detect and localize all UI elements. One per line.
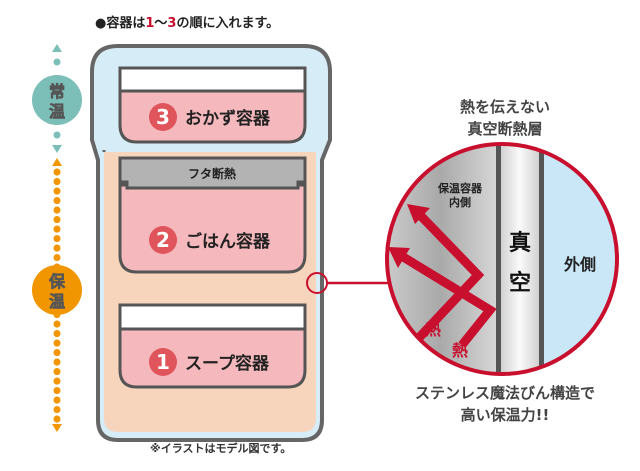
vacuum-label: 真 [509,230,531,256]
model-note: ※イラストはモデル図です。 [150,441,291,455]
svg-text:ごはん容器: ごはん容器 [185,231,271,252]
svg-text:保: 保 [48,272,66,291]
svg-text:高い保温力!!: 高い保温力!! [461,406,550,424]
svg-text:熱: 熱 [452,341,468,360]
order-note: ●容器は1〜3の順に入れます。 [95,15,279,31]
svg-text:空: 空 [509,270,531,296]
svg-text:フタ断熱: フタ断熱 [188,166,236,181]
svg-text:1: 1 [156,350,170,374]
svg-text:おかず容器: おかず容器 [185,108,271,129]
svg-text:3: 3 [156,105,170,129]
container-1-soup: 1 スープ容器 [118,303,307,389]
svg-text:保温容器: 保温容器 [437,181,483,195]
svg-text:温: 温 [48,292,65,311]
heat-label: 熱 [425,320,441,339]
svg-text:真空断熱層: 真空断熱層 [467,120,542,138]
container-2-rice: フタ断熱 2 ごはん容器 [118,156,307,274]
svg-text:内側: 内側 [449,195,471,209]
room-temp-badge [32,75,82,125]
keep-warm-badge [32,265,82,315]
svg-text:スープ容器: スープ容器 [185,353,270,374]
svg-text:2: 2 [156,228,170,252]
lid-insulation [118,156,307,190]
temperature-axis: 常 温 保 温 [32,44,82,432]
detail-title: 熱を伝えない [460,98,550,116]
svg-text:常: 常 [49,82,65,101]
svg-text:温: 温 [48,102,65,121]
detail-caption: ステンレス魔法びん構造で [415,384,595,402]
container-3-side-dish: 3 おかず容器 [118,66,307,144]
outside-label: 外側 [563,255,596,274]
